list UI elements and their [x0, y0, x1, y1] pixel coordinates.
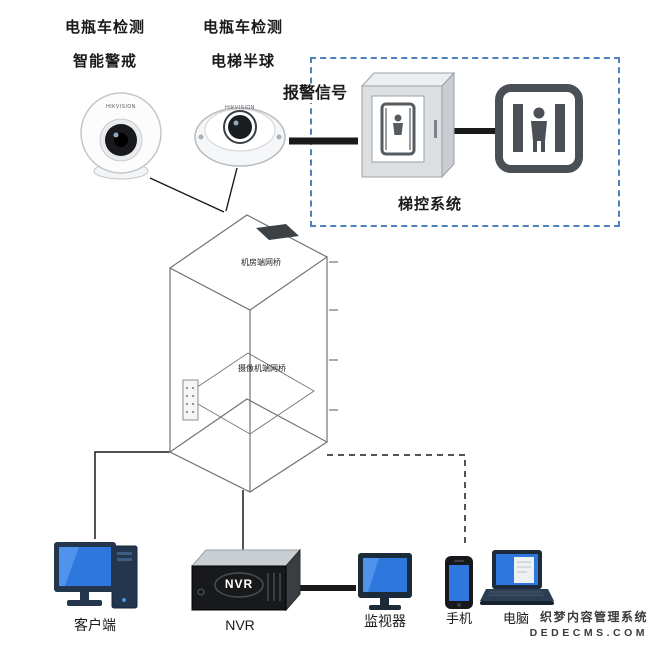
line-elevator-to-devices-dashed	[327, 454, 466, 545]
elevator-control-system-label: 梯控系统	[397, 196, 462, 213]
watermark-line2: DEDECMS.COM	[529, 627, 648, 639]
nvr-label: NVR	[225, 617, 255, 633]
monitor-label: 监视器	[364, 613, 406, 629]
turret-camera-label-line2: 智能警戒	[72, 53, 137, 70]
line-turret-to-elevator	[149, 177, 225, 213]
monitor-icon	[358, 553, 412, 610]
connection-lines	[94, 128, 497, 591]
line-elevator-to-client	[94, 451, 170, 539]
laptop-label: 电脑	[502, 611, 529, 626]
cabinet-person-icon	[394, 114, 402, 122]
alarm-signal-label: 报警信号	[276, 84, 354, 104]
turret-camera-icon	[80, 92, 162, 180]
mini-dome-camera-icon	[194, 107, 286, 167]
elevator-inner-shelf	[183, 352, 315, 435]
phone-icon	[445, 556, 473, 609]
sign-person-icon	[533, 107, 545, 119]
mini-dome-label-line1: 电瓶车检测	[202, 19, 283, 36]
bridge-car-label: 摄像机端网桥	[238, 364, 286, 373]
elevator-wireframe	[168, 214, 338, 493]
turret-camera-label-line1: 电瓶车检测	[64, 19, 145, 36]
client-label: 客户端	[74, 617, 116, 633]
sign-door-right	[555, 104, 565, 152]
phone-label: 手机	[445, 611, 472, 626]
elevator-sign	[495, 84, 583, 173]
mini-dome-label-line2: 电梯半球	[210, 53, 275, 70]
elevator-keypad	[182, 379, 199, 421]
elevator-bottom-face	[168, 398, 329, 493]
elevator-vent	[256, 224, 299, 240]
cabinet-handle	[434, 120, 437, 138]
cabinet-pictogram-frame	[380, 102, 416, 156]
nvr-front-text: NVR	[224, 577, 254, 591]
turret-brand-text: HIKVISION	[106, 104, 136, 110]
bridge-top-label: 机房端网桥	[241, 258, 281, 267]
line-dome-to-elevator	[225, 167, 238, 212]
mini-dome-brand-text: HIKVISION	[225, 105, 255, 111]
sign-door-left	[513, 104, 523, 152]
watermark: 织梦内容管理系统 DEDECMS.COM	[448, 608, 648, 639]
control-cabinet	[360, 71, 456, 179]
laptop-icon	[480, 550, 554, 605]
nvr-icon	[190, 548, 302, 612]
client-pc-icon	[54, 542, 138, 609]
watermark-line1: 织梦内容管理系统	[539, 610, 648, 624]
